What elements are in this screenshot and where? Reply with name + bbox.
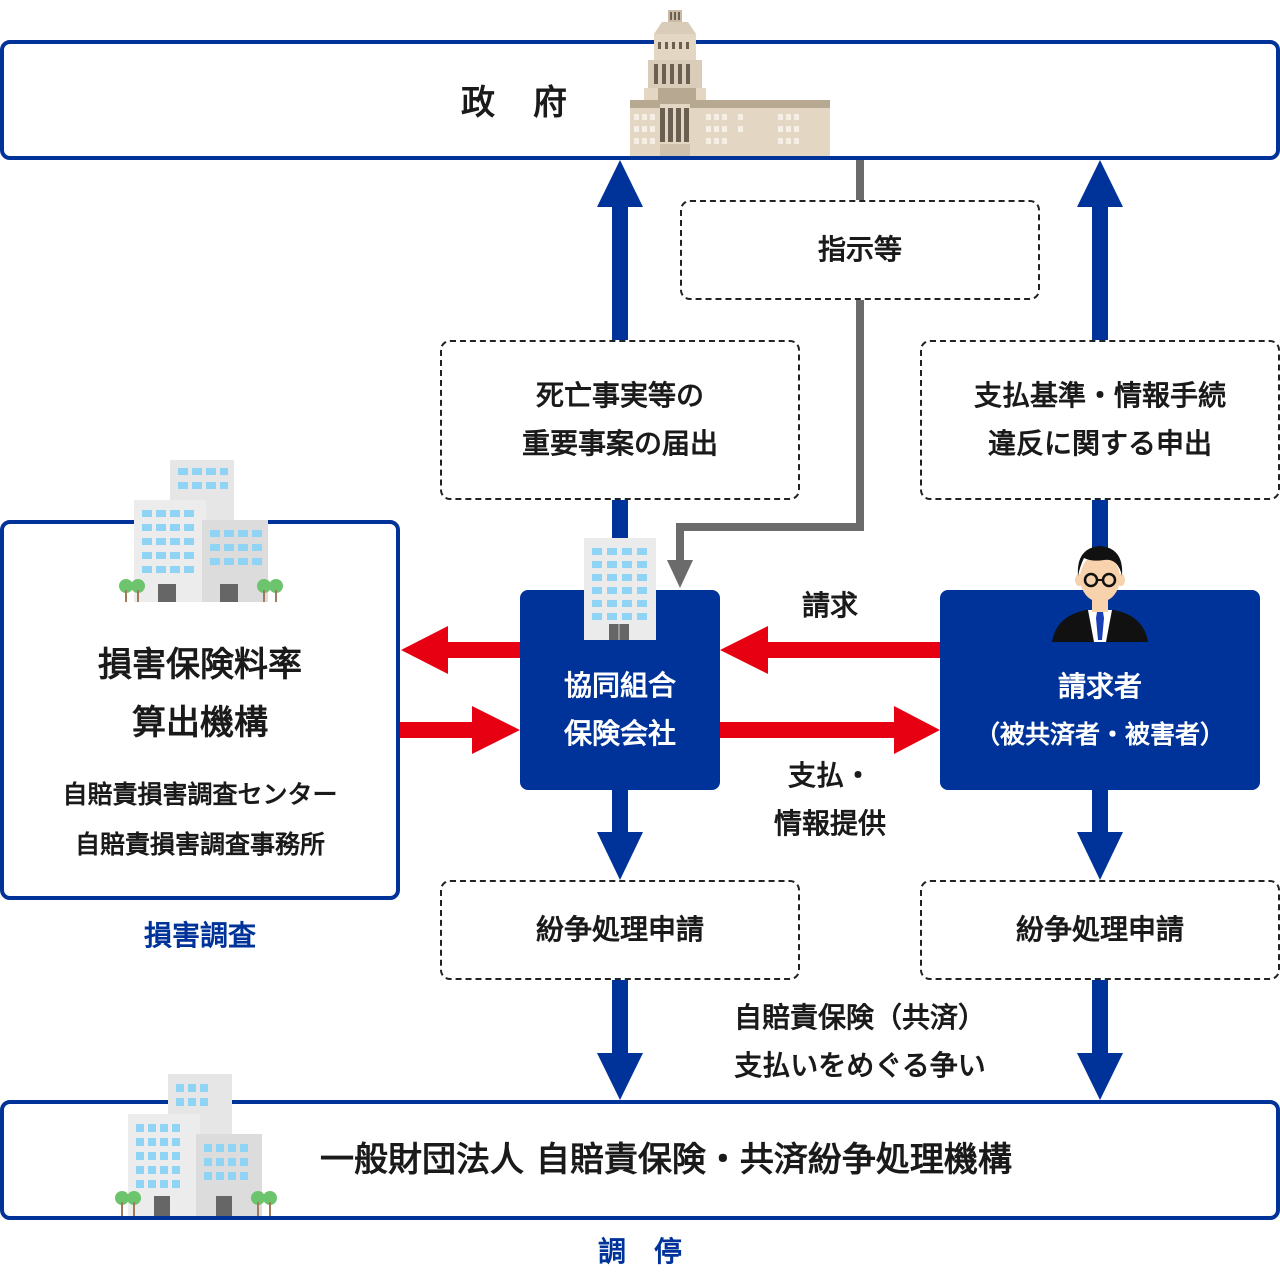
- survey-org-title: 損害保険料率 算出機構: [0, 636, 400, 752]
- survey-org-title-line-2: 算出機構: [132, 703, 268, 743]
- mediation-org-label: 一般財団法人 自賠責保険・共済紛争処理機構: [320, 1140, 1012, 1180]
- payment-label-line-2: 情報提供: [773, 807, 886, 840]
- survey-center-label: 自賠責損害調査センター: [62, 780, 338, 809]
- survey-org-title-line-1: 損害保険料率: [98, 645, 302, 685]
- mediation-caption: 調 停: [597, 1235, 682, 1268]
- arrow-claimant-to-dispute: [1077, 788, 1123, 880]
- dispute-label-claimant: 紛争処理申請: [1015, 913, 1184, 946]
- office-building-icon: [584, 538, 656, 640]
- insurer-label: 協同組合 保険会社: [520, 662, 720, 758]
- report-line-2: 重要事案の届出: [521, 427, 718, 460]
- claimant-subtitle: （被共済者・被害者）: [974, 720, 1225, 749]
- insurer-label-line-2: 保険会社: [563, 717, 676, 750]
- dispute-note: 自賠責保険（共済） 支払いをめぐる争い: [660, 994, 1060, 1090]
- complaint-line-2: 違反に関する申出: [987, 427, 1212, 460]
- survey-org-subtitle: 自賠責損害調査センター 自賠責損害調査事務所: [0, 770, 400, 870]
- mediation-buildings-icon: [115, 1074, 277, 1216]
- complaint-box: 支払基準・情報手続 違反に関する申出: [920, 340, 1280, 500]
- payment-label-line-1: 支払・: [787, 759, 872, 792]
- report-line-1: 死亡事実等の: [535, 379, 704, 412]
- instruction-label: 指示等: [817, 233, 902, 266]
- payment-label: 支払・ 情報提供: [740, 752, 920, 848]
- arrow-payment: [720, 706, 940, 754]
- government-label: 政 府: [461, 83, 569, 123]
- arrow-insurer-to-survey: [401, 626, 522, 674]
- survey-office-label: 自賠責損害調査事務所: [74, 830, 325, 859]
- arrow-dispute-to-mediation-right: [1077, 975, 1123, 1100]
- arrow-insurer-to-dispute: [597, 788, 643, 880]
- survey-caption: 損害調査: [143, 919, 256, 952]
- instruction-box: 指示等: [680, 200, 1040, 300]
- claim-label: 請求: [801, 589, 858, 622]
- arrow-claim: [720, 626, 942, 674]
- office-buildings-icon: [119, 460, 283, 602]
- arrow-survey-to-insurer: [400, 706, 520, 754]
- report-box: 死亡事実等の 重要事案の届出: [440, 340, 800, 500]
- dispute-box-claimant: 紛争処理申請: [920, 880, 1280, 980]
- diet-building-icon: [630, 10, 830, 156]
- complaint-line-1: 支払基準・情報手続: [973, 379, 1226, 412]
- businessman-icon: [1052, 546, 1148, 642]
- dispute-box-insurer: 紛争処理申請: [440, 880, 800, 980]
- dispute-label-insurer: 紛争処理申請: [535, 913, 704, 946]
- dispute-note-line-1: 自賠責保険（共済）: [733, 1001, 986, 1034]
- arrow-dispute-to-mediation-left: [597, 975, 643, 1100]
- dispute-note-line-2: 支払いをめぐる争い: [734, 1049, 986, 1082]
- claimant-title: 請求者: [1057, 670, 1142, 703]
- insurer-label-line-1: 協同組合: [563, 669, 676, 702]
